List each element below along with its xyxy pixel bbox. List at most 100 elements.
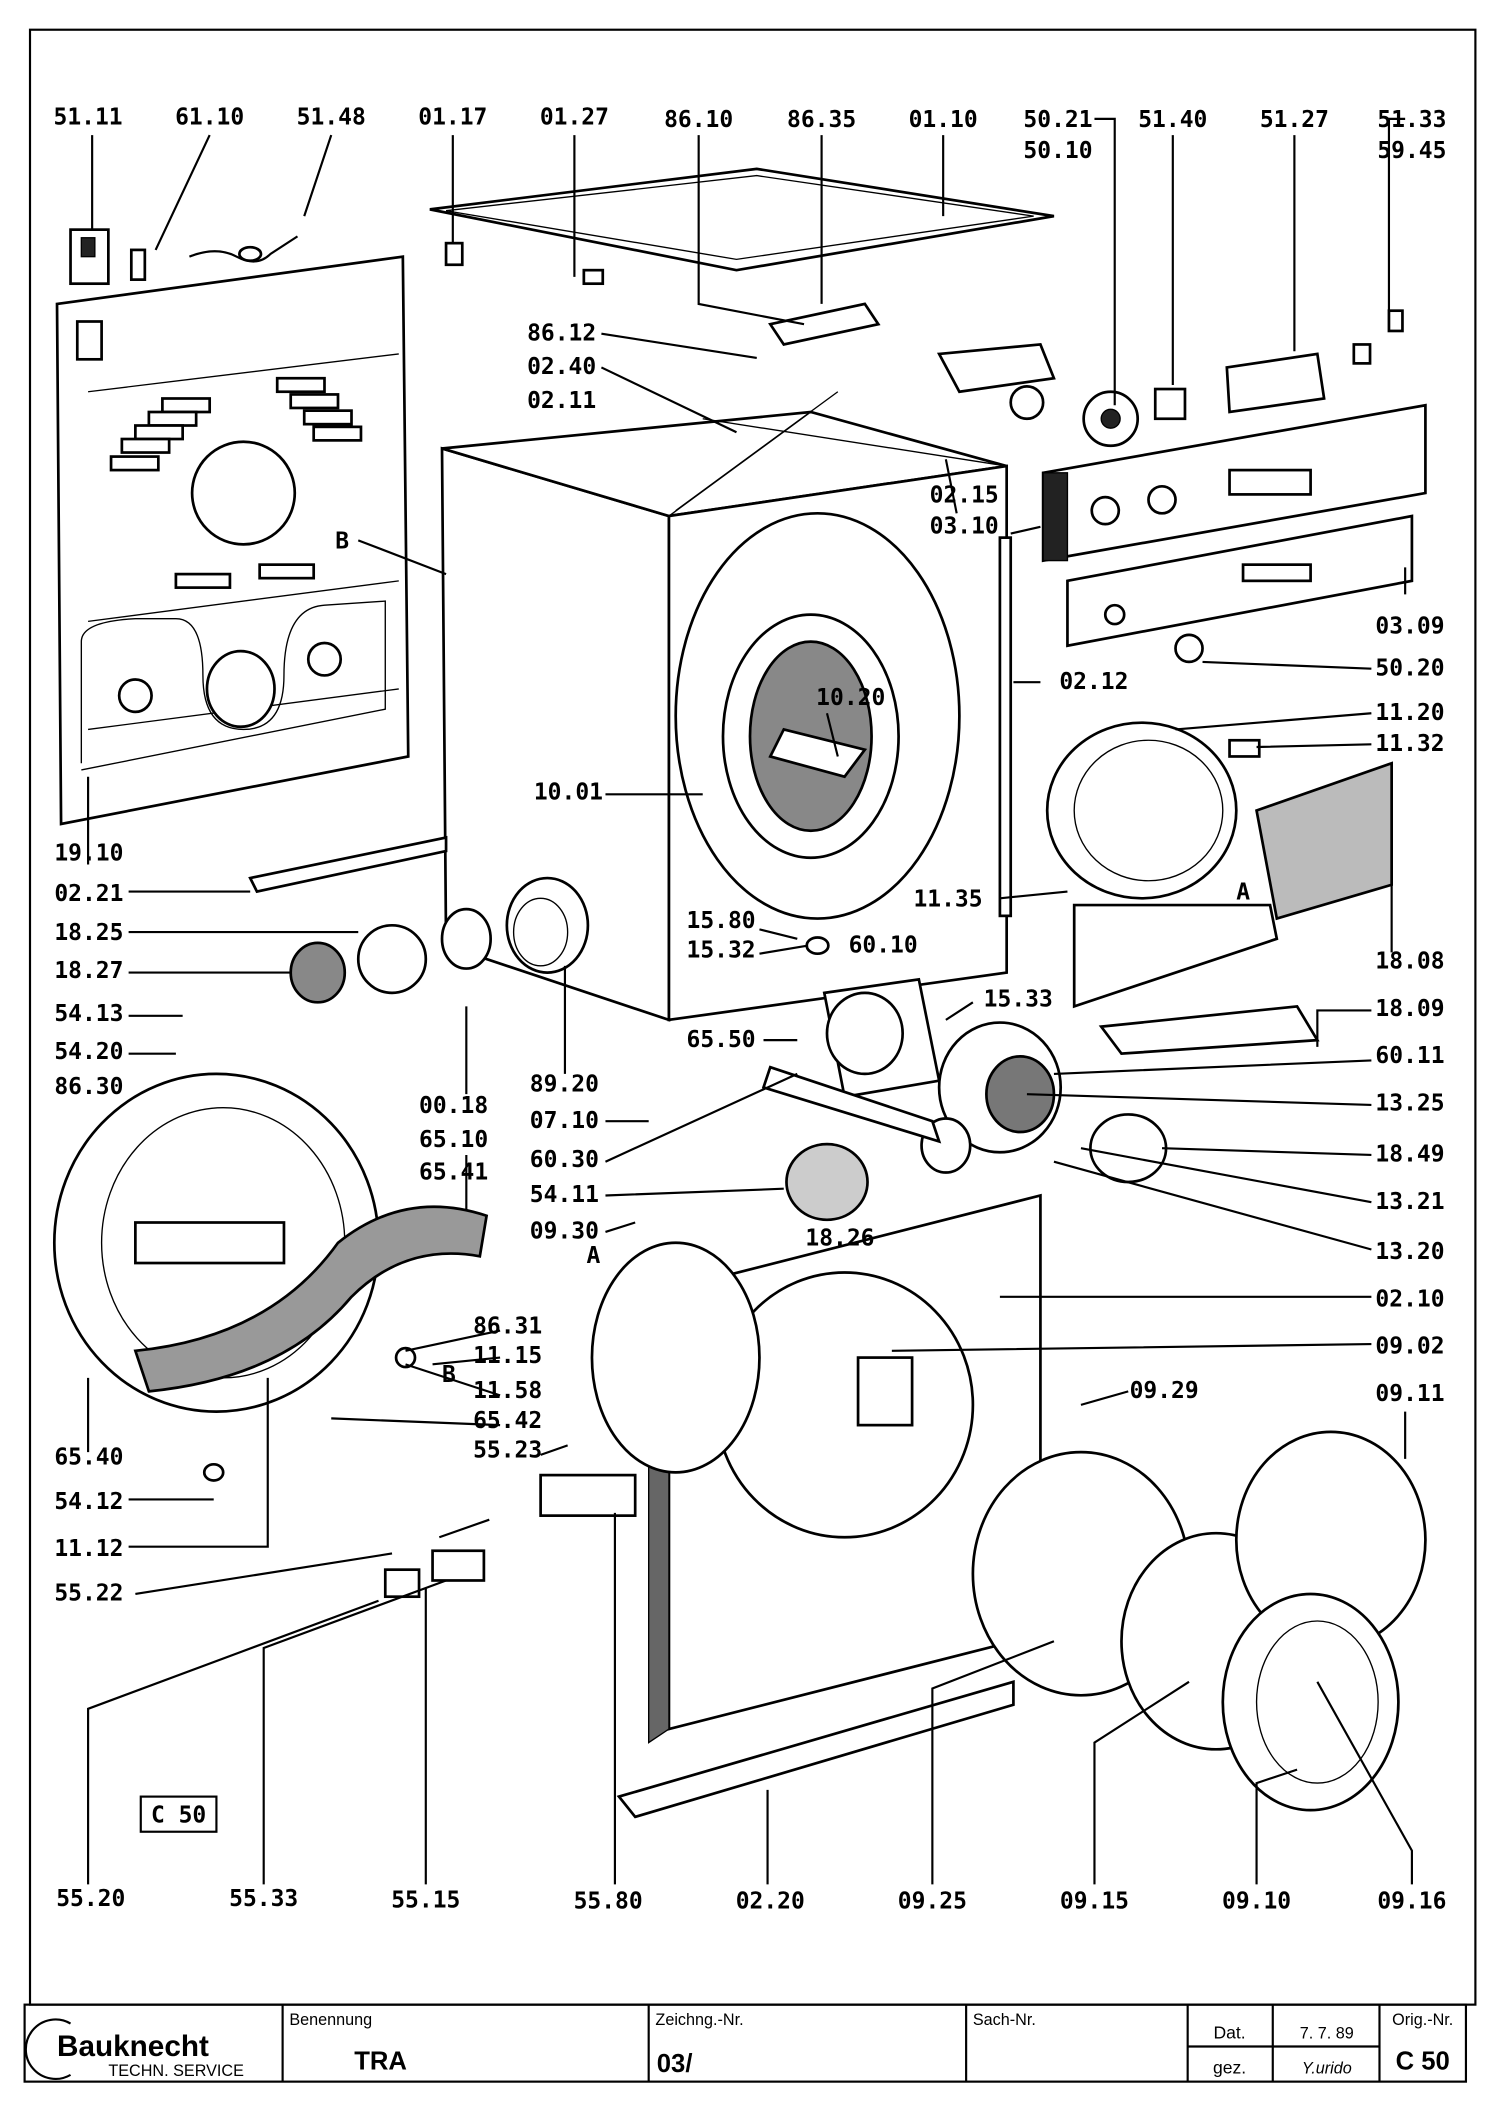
part-label: 00.18 <box>419 1093 488 1119</box>
part-label: A <box>587 1243 601 1269</box>
part-label: 15.33 <box>984 986 1053 1012</box>
part-label: 02.12 <box>1059 669 1128 695</box>
part-label: 86.10 <box>664 107 733 133</box>
part-label: 54.13 <box>54 1001 123 1027</box>
part-label: 60.10 <box>849 932 918 958</box>
brand-subtitle: TECHN. SERVICE <box>108 2062 244 2080</box>
page-tag-box <box>139 1795 218 1833</box>
part-label: 18.08 <box>1375 949 1444 975</box>
dat-value: 7. 7. 89 <box>1300 2024 1354 2042</box>
part-label: 60.11 <box>1375 1043 1444 1069</box>
part-label: 09.16 <box>1377 1889 1446 1915</box>
part-label: 13.21 <box>1375 1189 1444 1215</box>
part-label: 55.23 <box>473 1438 542 1464</box>
part-label: 09.15 <box>1060 1889 1129 1915</box>
part-label: 03.09 <box>1375 614 1444 640</box>
part-label: 55.15 <box>391 1887 460 1913</box>
part-label: 01.27 <box>540 104 609 130</box>
part-label: 02.15 <box>930 483 999 509</box>
part-label: 13.25 <box>1375 1090 1444 1116</box>
part-label: 55.22 <box>54 1581 123 1607</box>
gez-signature: Y.urido <box>1302 2060 1352 2078</box>
part-label: 11.20 <box>1375 700 1444 726</box>
part-label: 09.29 <box>1130 1378 1199 1404</box>
part-label: 51.40 <box>1138 107 1207 133</box>
page-tag: C 50 <box>151 1802 206 1828</box>
part-label: 51.33 <box>1377 107 1446 133</box>
part-label: 02.20 <box>736 1889 805 1915</box>
part-label: 65.50 <box>687 1027 756 1053</box>
part-label: 50.21 <box>1023 107 1092 133</box>
air-duct-ring <box>1045 721 1238 900</box>
sach-label: Sach-Nr. <box>973 2011 1036 2029</box>
part-label: 11.12 <box>54 1536 123 1562</box>
bauknecht-logo-arc <box>24 2018 72 2080</box>
part-label: 18.09 <box>1375 996 1444 1022</box>
part-label: 65.42 <box>473 1408 542 1434</box>
part-label: 54.20 <box>54 1039 123 1065</box>
part-label: 18.27 <box>54 958 123 984</box>
part-label: 02.11 <box>527 388 596 414</box>
part-label: 59.45 <box>1377 138 1446 164</box>
benennung-value: TRA <box>354 2047 407 2075</box>
part-label: 86.31 <box>473 1313 542 1339</box>
part-label: 54.12 <box>54 1489 123 1515</box>
part-label: 89.20 <box>530 1071 599 1097</box>
part-label: 51.11 <box>54 104 123 130</box>
part-label: 51.48 <box>297 104 366 130</box>
part-label: 09.25 <box>898 1889 967 1915</box>
part-label: 51.27 <box>1260 107 1329 133</box>
part-label: 15.80 <box>687 908 756 934</box>
leader-lines <box>87 117 1413 1885</box>
front-panel-strip <box>1066 514 1414 648</box>
parts-artwork <box>52 167 1427 1819</box>
part-label: B <box>442 1362 456 1388</box>
part-label: 18.49 <box>1375 1142 1444 1168</box>
part-label: 18.26 <box>805 1225 874 1251</box>
part-label: 09.11 <box>1375 1381 1444 1407</box>
part-label: 02.21 <box>54 881 123 907</box>
part-label: 02.10 <box>1375 1286 1444 1312</box>
part-labels: 51.11 61.10 51.48 01.17 01.27 86.10 86.3… <box>54 104 1447 1914</box>
part-label: 60.30 <box>530 1147 599 1173</box>
part-label: 86.12 <box>527 320 596 346</box>
zeichng-value: 03/ <box>657 2050 693 2078</box>
part-label: 55.80 <box>574 1889 643 1915</box>
brand-logo: Bauknecht <box>57 2030 209 2063</box>
part-label: 65.40 <box>54 1444 123 1470</box>
lint-filter <box>1255 761 1393 921</box>
part-label: 01.17 <box>418 104 487 130</box>
part-label: 09.10 <box>1222 1889 1291 1915</box>
part-label: 07.10 <box>530 1108 599 1134</box>
part-label: 86.35 <box>787 107 856 133</box>
part-label: 13.20 <box>1375 1239 1444 1265</box>
part-label: 50.10 <box>1023 138 1092 164</box>
part-label: A <box>1236 880 1250 906</box>
part-label: 11.15 <box>473 1343 542 1369</box>
dat-label: Dat. <box>1213 2022 1245 2042</box>
part-label: 09.02 <box>1375 1334 1444 1360</box>
part-label: 15.32 <box>687 938 756 964</box>
part-label: 03.10 <box>930 514 999 540</box>
part-label: 18.25 <box>54 920 123 946</box>
orig-label: Orig.-Nr. <box>1392 2011 1453 2029</box>
part-label: 86.30 <box>54 1074 123 1100</box>
part-label: 65.10 <box>419 1127 488 1153</box>
part-label: 54.11 <box>530 1182 599 1208</box>
orig-value: C 50 <box>1396 2047 1450 2075</box>
part-label: 55.20 <box>56 1886 125 1912</box>
part-label: 09.30 <box>530 1219 599 1245</box>
part-label: 10.20 <box>816 685 885 711</box>
part-label: 11.32 <box>1375 731 1444 757</box>
part-label: 65.41 <box>419 1159 488 1185</box>
part-label: 02.40 <box>527 354 596 380</box>
benennung-label: Benennung <box>289 2011 372 2029</box>
part-label: 61.10 <box>175 104 244 130</box>
part-label: 01.10 <box>909 107 978 133</box>
part-label: 55.33 <box>229 1886 298 1912</box>
part-label: 10.01 <box>534 780 603 806</box>
part-label: B <box>335 528 349 554</box>
part-label: 11.58 <box>473 1378 542 1404</box>
zeichng-label: Zeichng.-Nr. <box>655 2011 743 2029</box>
